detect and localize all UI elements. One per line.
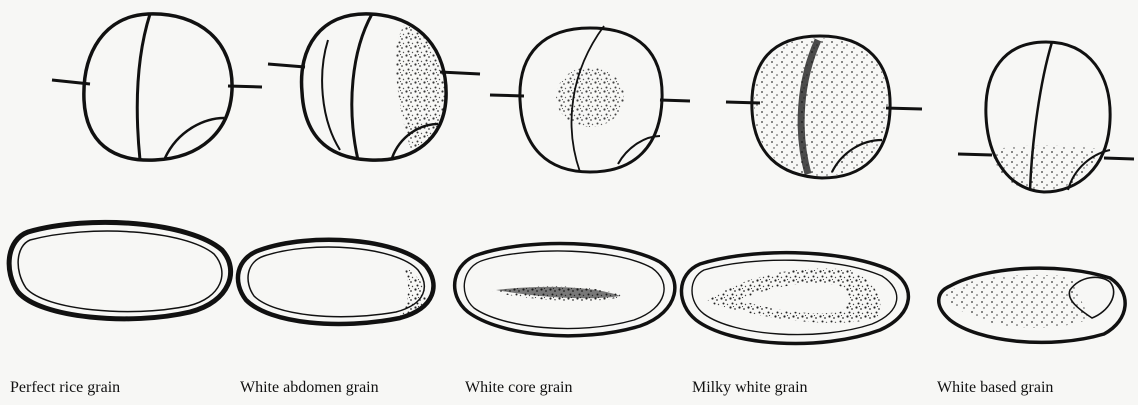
grain-label-white-core: White core grain bbox=[465, 380, 573, 396]
grain-perfect-top-view bbox=[52, 14, 262, 160]
grain-perfect bbox=[9, 14, 262, 319]
grain-white-based bbox=[939, 42, 1134, 342]
grain-label-perfect: Perfect rice grain bbox=[10, 380, 120, 396]
grain-perfect-cross-section bbox=[9, 222, 230, 318]
grain-milky-white bbox=[681, 36, 922, 343]
grain-label-white-abdomen: White abdomen grain bbox=[240, 380, 379, 396]
grain-label-white-based: White based grain bbox=[937, 380, 1053, 396]
grain-white-core-cross-section bbox=[455, 244, 675, 336]
grain-milky-white-top-view bbox=[726, 36, 922, 178]
grain-white-core bbox=[455, 26, 690, 336]
grain-white-abdomen bbox=[238, 14, 480, 324]
grain-white-based-cross-section bbox=[939, 268, 1125, 342]
grain-white-abdomen-cross-section bbox=[238, 240, 434, 324]
grain-milky-white-cross-section bbox=[681, 253, 908, 344]
grain-white-core-top-view bbox=[490, 26, 690, 172]
grain-white-abdomen-top-view bbox=[268, 14, 480, 160]
grain-label-milky-white: Milky white grain bbox=[692, 380, 808, 396]
grain-white-based-top-view bbox=[958, 42, 1134, 192]
